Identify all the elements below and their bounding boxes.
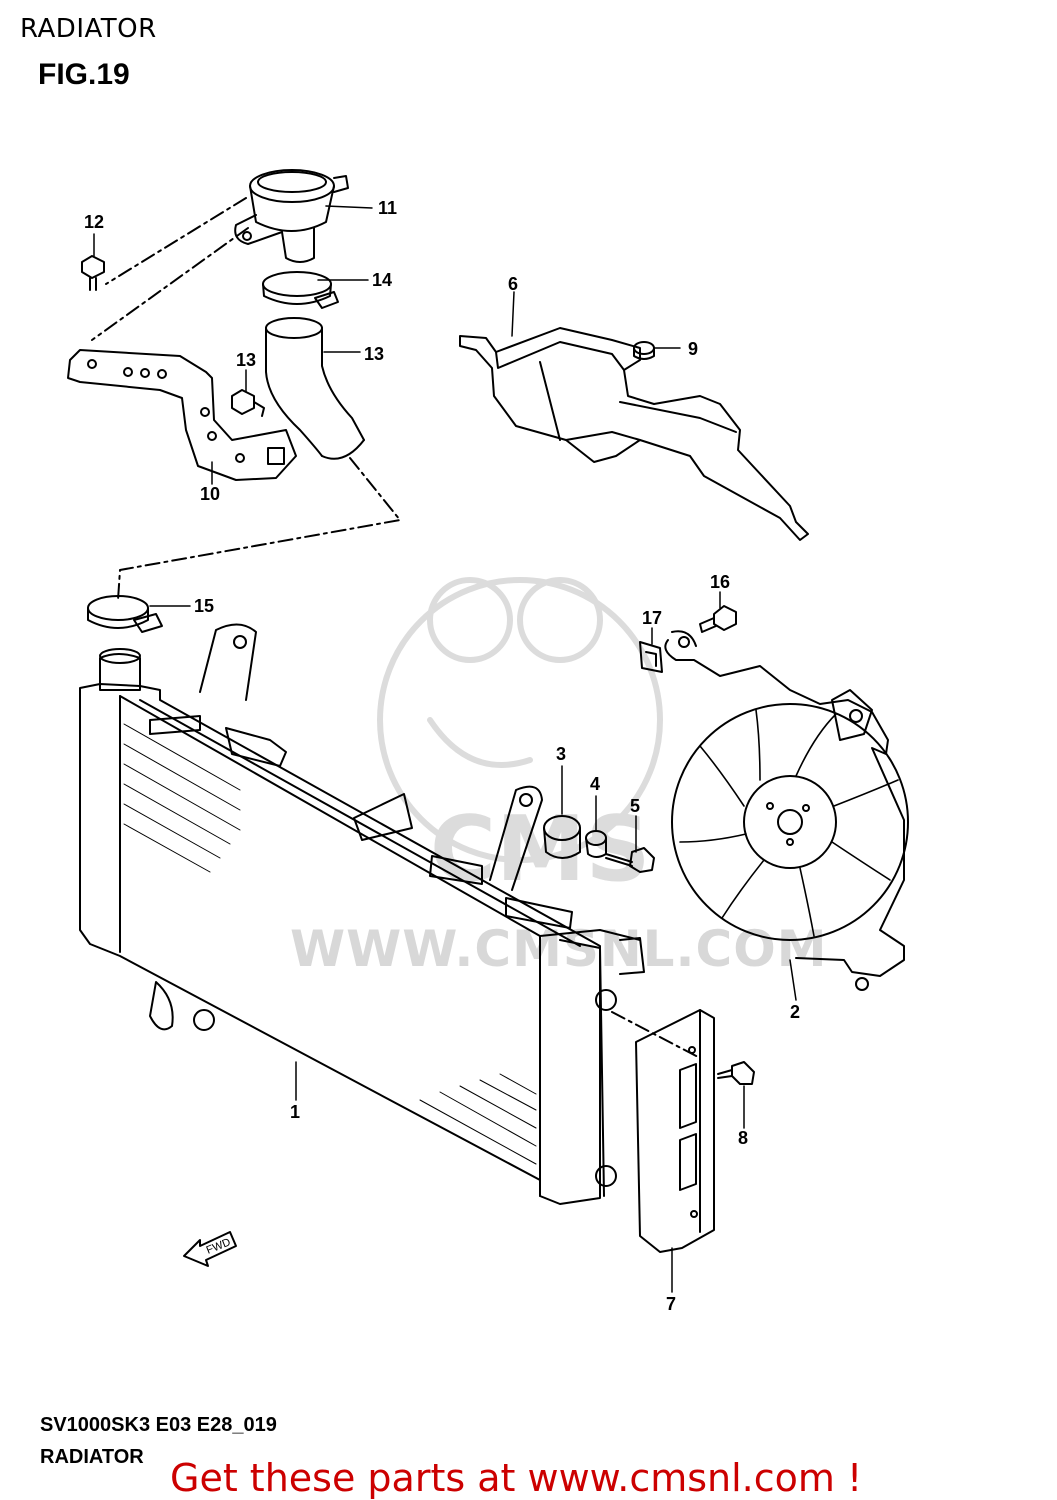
part-13-bolt [231,389,265,417]
part-2-cooling-fan [664,630,909,991]
callout-8: 8 [738,1128,748,1148]
forward-direction-arrow: FWD [183,1231,237,1267]
footer-section-name: RADIATOR [40,1446,144,1468]
part-1-radiator [79,623,645,1205]
model-code: SV1000SK3 E03 E28_019 [40,1414,277,1436]
part-11-hose-joint [234,169,349,263]
part-7-side-cover [635,1009,715,1253]
assembly-leader-lines [91,197,701,1059]
part-8-bolt [717,1061,755,1085]
callout-7: 7 [666,1294,676,1314]
callout-5: 5 [630,796,640,816]
callout-9: 9 [688,339,698,359]
part-6-air-duct [459,327,809,541]
callout-numbers: 11 14 13 12 13 10 6 9 15 16 17 3 4 5 2 1… [84,198,800,1314]
callout-11: 11 [378,198,397,218]
part-12-bolt [81,255,105,291]
part-10-bracket [67,349,297,481]
callout-1: 1 [290,1102,300,1122]
callout-12: 12 [84,212,104,232]
part-5-bolt [605,847,655,873]
watermark-logo: CMS [377,577,663,902]
callout-2: 2 [790,1002,800,1022]
part-15-lower-clamp [87,595,163,633]
figure-title: FIG.19 [38,58,130,91]
promo-link[interactable]: Get these parts at www.cmsnl.com ! [170,1456,863,1500]
watermark-logo-text: CMS [430,797,650,902]
part-9-grommet [633,341,655,360]
callout-14: 13 [364,344,384,364]
callout-16: 16 [710,572,730,592]
part-14-hose [265,317,365,460]
part-17-clip-nut [639,641,663,673]
part-16-bolt [699,605,737,633]
callout-15-lower: 15 [194,596,214,616]
callout-17: 17 [642,608,662,628]
callout-15-upper: 14 [372,270,392,290]
page-section-header: RADIATOR [20,14,157,44]
callout-13: 13 [236,350,256,370]
callout-4: 4 [590,774,600,794]
part-3-mount-rubber [543,815,581,859]
callout-10: 10 [200,484,220,504]
callout-3: 3 [556,744,566,764]
watermark-url: WWW.CMSNL.COM [290,920,828,978]
callout-leaders [93,205,797,1293]
callout-6: 6 [508,274,518,294]
part-15-upper-clamp [262,271,339,309]
